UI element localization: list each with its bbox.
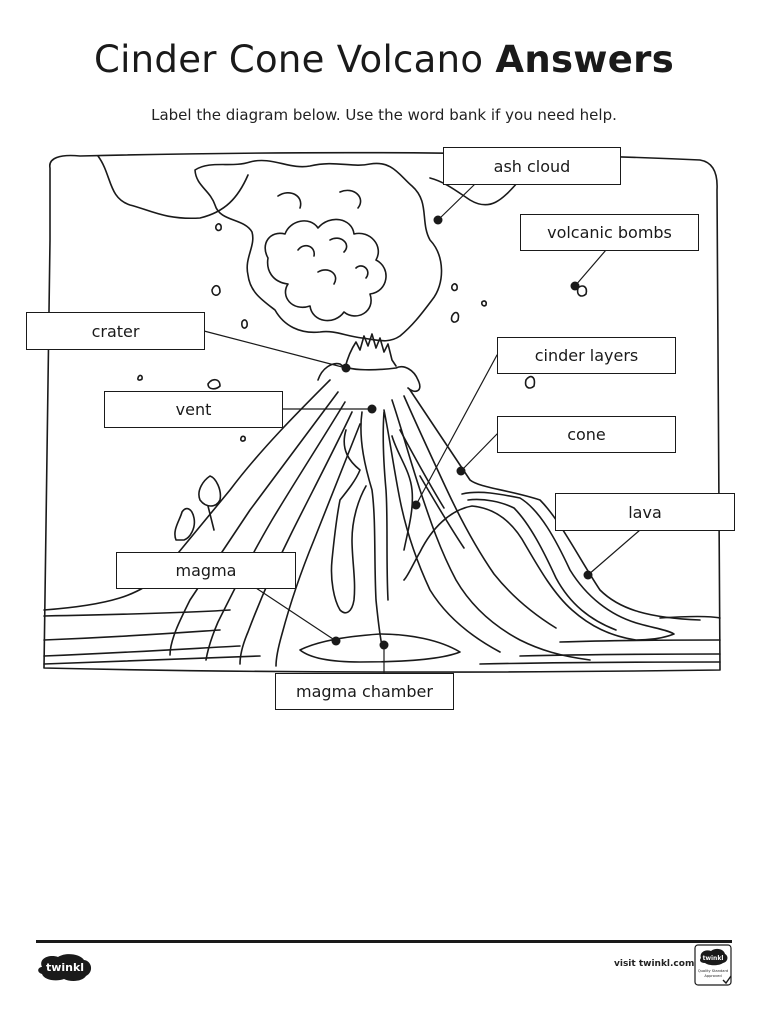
quality-standard-badge: twinkl Quality Standard Approved <box>694 944 732 986</box>
badge-line1: Quality Standard <box>698 969 728 973</box>
ash-cloud-detail <box>264 218 387 322</box>
footer-divider <box>36 940 732 943</box>
dot-magma-chamber <box>379 640 389 650</box>
bush-left <box>174 475 222 541</box>
lava-flow <box>403 491 675 641</box>
label-lava: lava <box>555 493 735 531</box>
dot-ash-cloud <box>433 215 443 225</box>
dot-lava <box>583 570 593 580</box>
label-cone: cone <box>497 416 676 453</box>
side-vent-right <box>391 435 414 551</box>
dot-vent <box>367 404 377 414</box>
badge-check-icon <box>722 975 732 985</box>
side-vent-left <box>330 429 367 614</box>
ground-layer-3 <box>43 645 241 657</box>
crater-rim <box>317 362 421 393</box>
title-bold: Answers <box>495 38 675 81</box>
label-cinder-layers: cinder layers <box>497 337 676 374</box>
instructions: Label the diagram below. Use the word ba… <box>151 106 617 124</box>
twinkl-logo[interactable]: twinkl <box>36 952 94 982</box>
ground-layer-2 <box>43 629 221 641</box>
label-ash-cloud: ash cloud <box>443 147 621 185</box>
label-dots <box>331 215 593 650</box>
cinder-layers-right <box>383 395 591 661</box>
ground-layer-r3 <box>519 653 721 657</box>
dot-volcanic-bombs <box>570 281 580 291</box>
volcanic-bombs <box>137 223 588 442</box>
label-crater: crater <box>26 312 205 350</box>
twinkl-logo-text: twinkl <box>46 961 84 974</box>
leader-lines <box>203 183 641 676</box>
title-main: Cinder Cone Volcano <box>93 38 484 81</box>
eruption-column <box>344 333 397 369</box>
label-magma: magma <box>116 552 296 589</box>
label-volcanic-bombs: volcanic bombs <box>520 214 699 251</box>
diagram-frame <box>43 151 721 673</box>
magma-chamber-shape <box>299 633 461 663</box>
ash-cloud <box>194 159 443 342</box>
lava-flow-inner <box>467 498 617 631</box>
badge-line2: Approved <box>704 974 721 978</box>
page-title: Cinder Cone Volcano Answers <box>0 38 768 81</box>
cone-left-flank <box>43 379 331 611</box>
ground-layer-4 <box>43 655 261 665</box>
dot-cinder-layers <box>411 500 421 510</box>
label-magma-chamber: magma chamber <box>275 673 454 710</box>
ash-cloud-swirls <box>277 189 369 285</box>
footer-url[interactable]: visit twinkl.com <box>614 959 695 969</box>
badge-brand: twinkl <box>703 955 724 962</box>
main-vent <box>360 411 389 647</box>
cone-right-flank <box>409 389 701 621</box>
dot-magma <box>331 636 341 646</box>
ground-layer-r4 <box>479 661 721 665</box>
dot-cone <box>456 466 466 476</box>
dot-crater <box>341 363 351 373</box>
label-vent: vent <box>104 391 283 428</box>
ground-layer-1 <box>43 609 231 617</box>
